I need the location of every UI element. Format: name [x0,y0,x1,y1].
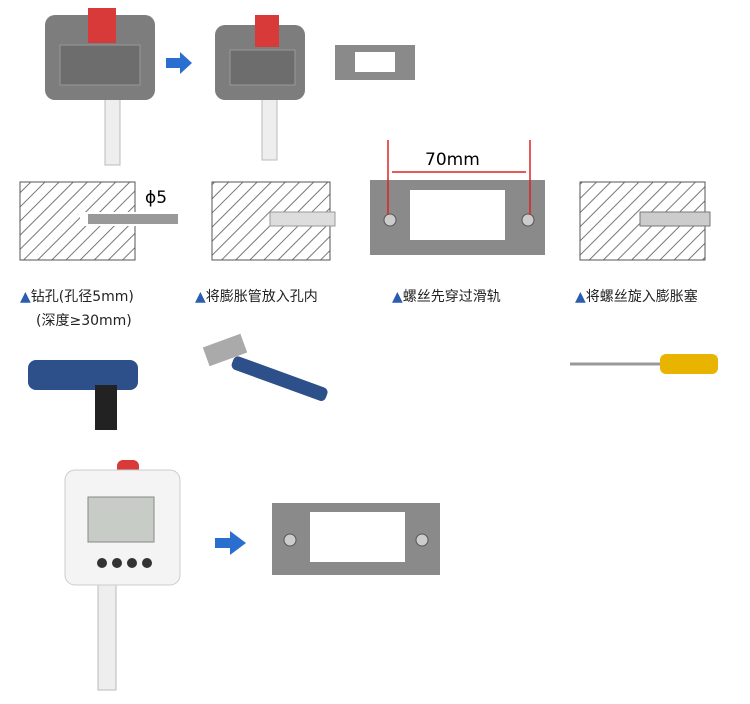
hammer-tool-image [202,333,328,401]
triangle-icon: ▲ [195,289,206,305]
wall-screw [579,181,711,261]
device-back [215,15,305,161]
triangle-icon: ▲ [575,289,586,305]
triangle-icon: ▲ [20,289,31,305]
drill-tool-image [28,360,138,430]
wall-anchor [211,181,336,261]
device-back-with-clip [45,8,155,166]
step-3-label: ▲螺丝先穿过滑轨 [392,289,501,305]
step-1-label: ▲钻孔(孔径5mm) [20,289,134,305]
device-front [64,460,181,691]
arrow-icon [166,52,192,74]
step-4-label: ▲将螺丝旋入膨胀塞 [575,289,698,305]
step-1-label-line2: (深度≥30mm) [36,313,132,329]
triangle-icon: ▲ [392,289,403,305]
screwdriver-tool-image [570,354,718,374]
hole-diameter-label: ϕ5 [145,188,168,208]
rail-with-screws [370,140,545,255]
arrow-icon [215,531,246,555]
wall-drill [19,181,178,261]
rail-spacing-label: 70mm [425,150,480,170]
mounting-rail [335,45,415,80]
mounted-rail [272,503,440,575]
step-2-label: ▲将膨胀管放入孔内 [195,289,318,305]
